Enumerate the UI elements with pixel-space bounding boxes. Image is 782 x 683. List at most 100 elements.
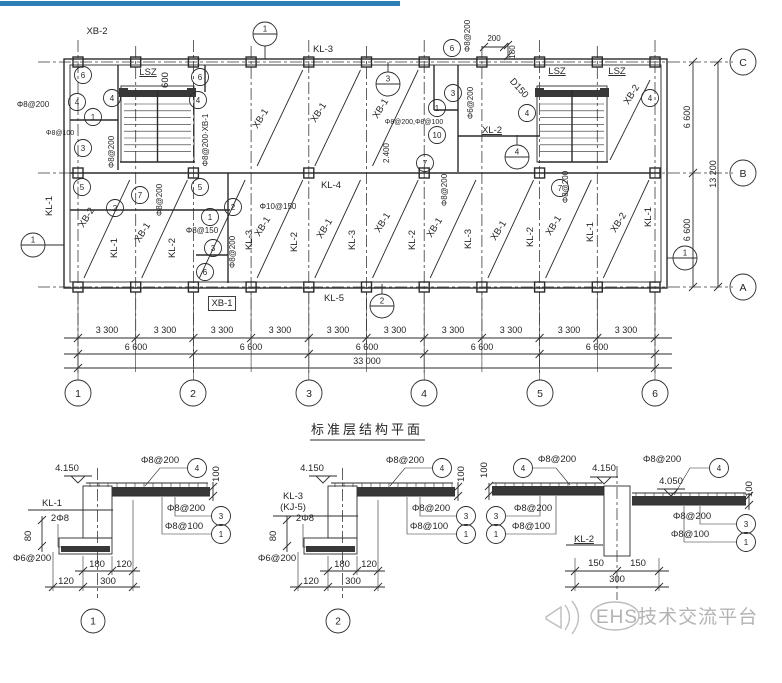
beam-label: LSZ <box>139 67 157 78</box>
detail-label: Φ6@200 <box>258 553 296 564</box>
detail-label: 180 <box>334 559 350 570</box>
rebar-leader <box>302 524 309 548</box>
ref-circle-number: 6 <box>450 44 455 53</box>
mark-leader <box>673 467 709 496</box>
detail-label: 4.150 <box>55 463 79 474</box>
dim-tick <box>479 42 489 52</box>
rebar-label: 180 <box>508 45 517 59</box>
megaphone-icon <box>545 600 580 635</box>
mark-leader <box>506 496 557 535</box>
slab-diagonal <box>545 179 592 279</box>
ref-circle-5 <box>73 178 91 196</box>
dim-tick <box>612 566 622 576</box>
ref-circle-1 <box>486 524 506 544</box>
beam-footing <box>58 537 113 555</box>
dim-tick <box>419 349 429 359</box>
dim-tick <box>37 515 47 525</box>
ref-circle-4 <box>641 89 659 107</box>
slab-diagonal <box>256 179 304 279</box>
rebar-leader <box>57 524 64 548</box>
mark-leader <box>144 467 187 487</box>
slab-diagonal <box>314 179 361 279</box>
ref-circle-4 <box>709 458 729 478</box>
page-title: 标准层结构平面 <box>311 422 423 437</box>
level-flag-triangle <box>662 488 680 497</box>
dim-tick <box>477 333 487 343</box>
detail-label: KL-1 <box>42 498 62 509</box>
dim-tick <box>484 490 494 500</box>
beam-label: KL-5 <box>324 293 344 304</box>
ref-circle-number: 3 <box>81 144 86 153</box>
axis-bubble-6 <box>641 379 669 407</box>
ref-circle-number: 1 <box>744 538 749 547</box>
ref-circle-1 <box>84 108 102 126</box>
mark-leader <box>506 496 541 517</box>
ref-circle-1 <box>211 524 231 544</box>
dim-label: 6 600 <box>471 342 494 352</box>
detail-label: 100 <box>479 462 490 478</box>
dim-tick <box>535 349 544 359</box>
stair-column <box>600 88 609 97</box>
axis-bubble-label: 2 <box>190 388 196 400</box>
rebar-label: Φ8@200 <box>107 135 116 168</box>
section-mark-number: 4 <box>515 148 520 157</box>
column <box>360 56 373 68</box>
detail-label: 300 <box>345 576 361 587</box>
beam-label: KL-2 <box>167 238 178 258</box>
label-box <box>207 296 237 311</box>
column <box>476 56 488 68</box>
column <box>649 56 661 68</box>
ref-circle-number: 7 <box>138 191 143 200</box>
stairwells <box>119 85 609 163</box>
axis-bubble-label: 5 <box>537 388 543 400</box>
rebar-label: Φ6@200 <box>466 86 475 119</box>
plan-title: 标准层结构平面 <box>310 422 425 441</box>
beam-label: KL-3 <box>244 230 255 250</box>
ref-circle-2 <box>224 198 242 216</box>
ref-circle-1 <box>456 524 476 544</box>
detail-label: 150 <box>630 558 646 569</box>
dim-tick <box>208 482 218 492</box>
axis-bubble-4 <box>410 379 438 407</box>
rebar-label: Φ8@100 <box>46 130 74 137</box>
dim-tick <box>688 57 698 67</box>
ref-circle-number: 3 <box>219 512 224 521</box>
mark-leader <box>161 497 211 535</box>
rebar-label: Φ8@200 <box>17 100 50 109</box>
dim-tick <box>246 333 256 343</box>
detail-label: 120 <box>361 559 377 570</box>
ref-circle-3 <box>736 514 756 534</box>
detail-label: Φ8@200 <box>643 454 681 465</box>
dim-tick <box>208 491 218 501</box>
dim-tick <box>503 40 513 50</box>
dim-label: 6 600 <box>682 106 692 129</box>
ref-circle-number: 7 <box>423 159 428 168</box>
ref-circle-number: 1 <box>219 530 224 539</box>
dim-tick <box>688 282 698 292</box>
top-accent-bar <box>0 1 400 6</box>
dim-label: 3 300 <box>154 325 177 335</box>
detail-label: 4.150 <box>592 463 616 474</box>
ref-circle-6 <box>191 68 209 86</box>
ref-circle-3 <box>74 139 92 157</box>
column <box>72 167 84 179</box>
dim-tick <box>189 333 198 343</box>
plan-walls <box>63 58 668 289</box>
detail-label: KL-2 <box>574 534 594 545</box>
rebar-label: Φ8@200,Φ8@100 <box>385 119 444 126</box>
slab-diagonal <box>256 69 304 167</box>
dim-tick <box>304 333 314 343</box>
ref-circle-number: 3 <box>494 512 499 521</box>
beam-label: 600 <box>160 72 171 88</box>
beam-label: XL-2 <box>482 125 502 136</box>
ref-circle-number: 2 <box>113 204 118 213</box>
ref-circle-number: 1 <box>464 530 469 539</box>
rebar-label: Φ8@200·XB-1 <box>201 113 210 166</box>
detail-label: Φ8@200 <box>514 503 552 514</box>
ref-circle-5 <box>191 178 209 196</box>
beam-label: XB-1 <box>211 298 232 309</box>
detail-label: 150 <box>588 558 604 569</box>
dim-tick <box>131 333 141 343</box>
column <box>649 167 661 179</box>
